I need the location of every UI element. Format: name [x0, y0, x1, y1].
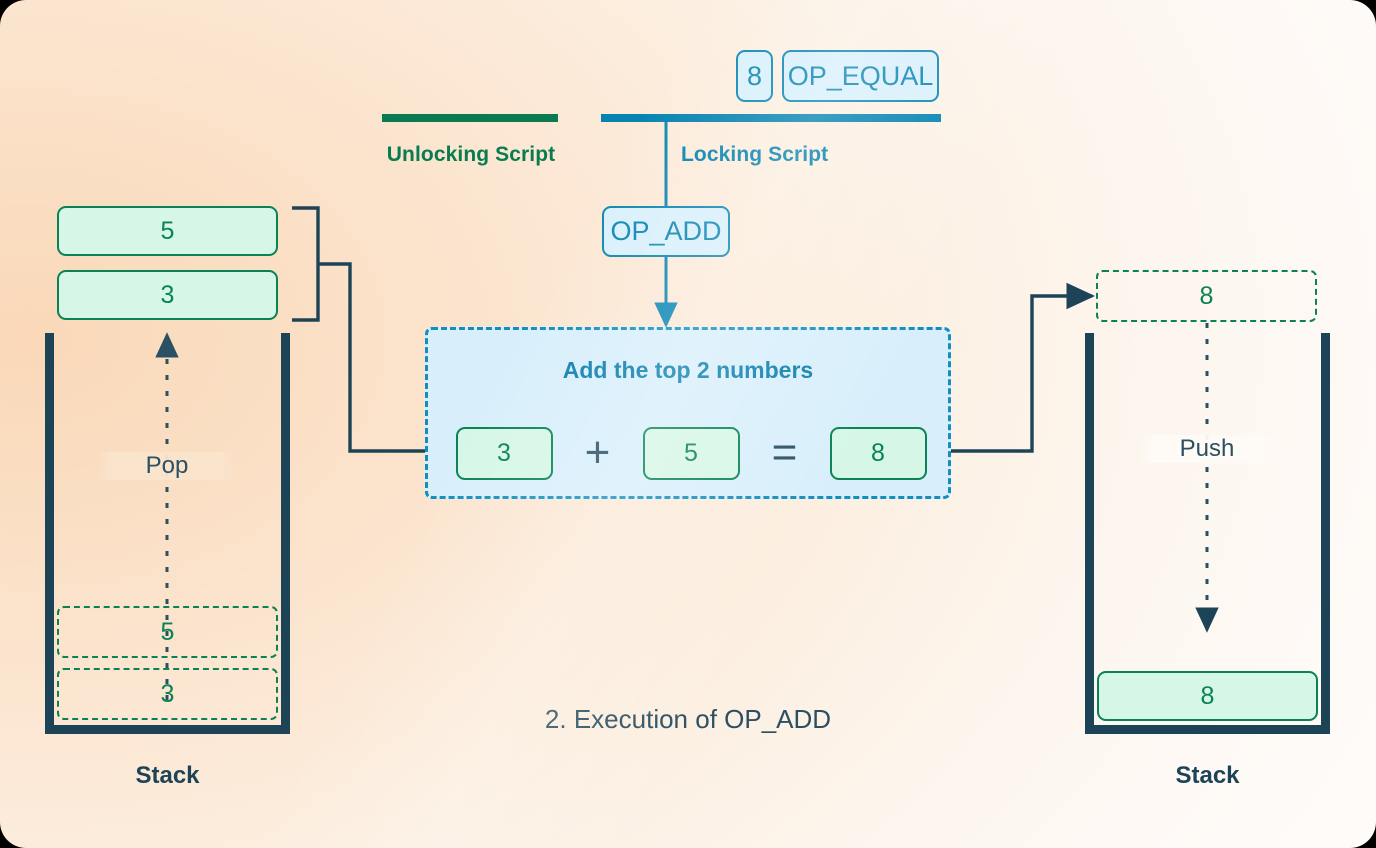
panel-to-push-connector — [949, 282, 1096, 453]
pop-label: Pop — [97, 452, 237, 480]
locking-script-label: Locking Script — [681, 143, 829, 166]
pop-to-panel-connector — [318, 262, 427, 453]
script-token-op-equal[interactable]: OP_EQUAL — [782, 50, 939, 102]
plus-symbol: + — [584, 428, 611, 477]
script-token-op-add[interactable]: OP_ADD — [602, 206, 730, 257]
right-stack-item-8: 8 — [1097, 671, 1318, 721]
incoming-push-item: 8 — [1096, 270, 1317, 322]
script-token-number-8[interactable]: 8 — [736, 50, 773, 102]
unlocking-script-bar — [382, 114, 558, 122]
operand-a-box: 3 — [455, 426, 553, 480]
locking-script-bar — [601, 114, 941, 122]
unlocking-script-label: Unlocking Script — [386, 143, 556, 166]
left-stack-ghost-item-top: 5 — [57, 606, 278, 658]
left-stack-ghost-item-bottom: 3 — [57, 668, 278, 720]
figure-caption: 2. Execution of OP_ADD — [544, 704, 832, 734]
left-stack-label: Stack — [135, 762, 200, 789]
popped-item-bottom: 3 — [57, 270, 278, 320]
pop-bracket — [292, 206, 320, 322]
result-box: 8 — [829, 426, 927, 480]
popped-item-top: 5 — [57, 206, 278, 256]
push-label: Push — [1137, 435, 1277, 463]
operation-panel-title: Add the top 2 numbers — [562, 357, 814, 383]
equals-symbol: = — [771, 428, 798, 477]
operation-panel: Add the top 2 numbers 3 + 5 = 8 — [425, 327, 951, 499]
operation-expression: 3 + 5 = 8 — [428, 424, 954, 482]
right-stack-label: Stack — [1175, 762, 1240, 789]
operand-b-box: 5 — [642, 426, 740, 480]
